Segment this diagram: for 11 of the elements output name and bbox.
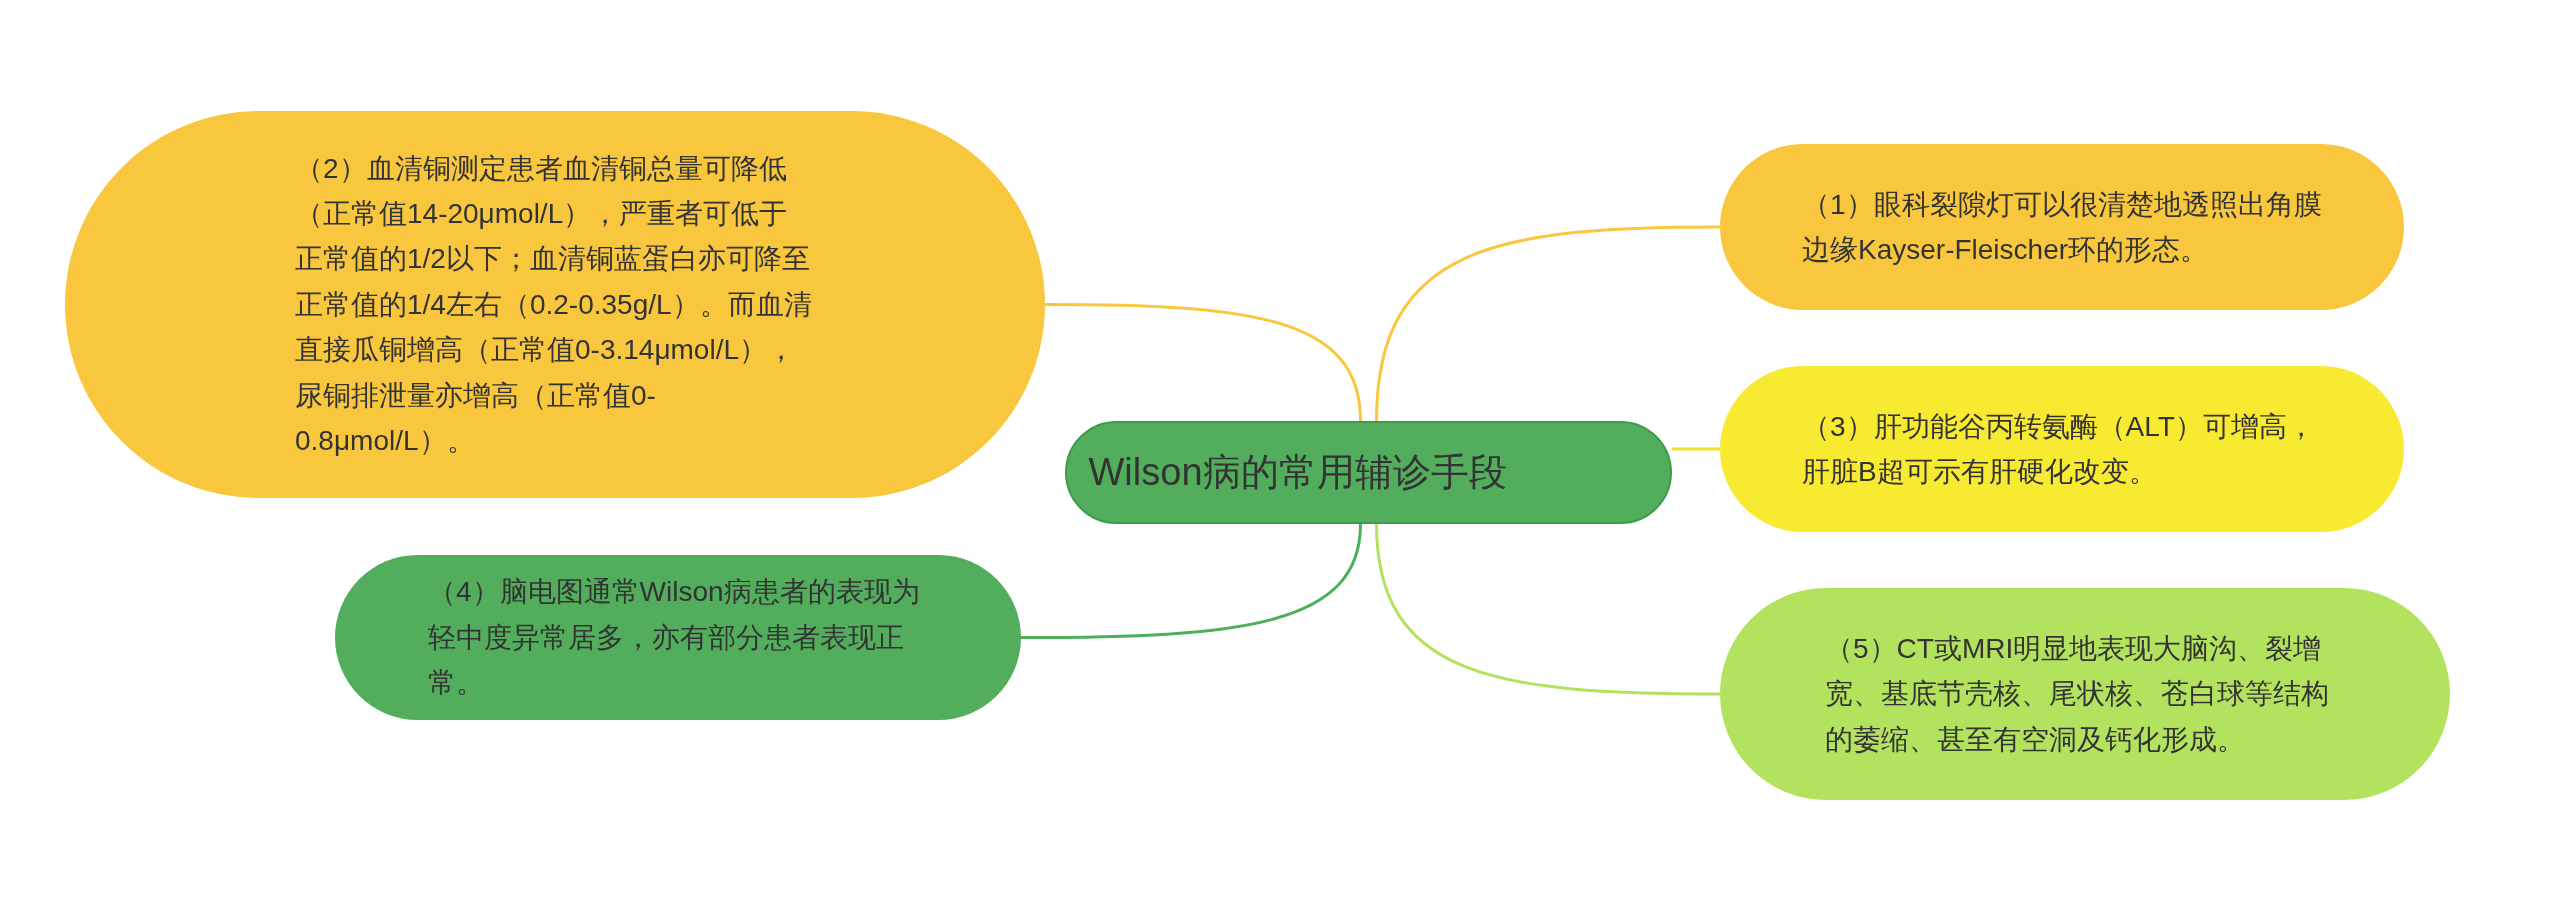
central-topic: Wilson病的常用辅诊手段	[1065, 421, 1672, 524]
topic-box: （3）肝功能谷丙转氨酶（ALT）可增高，肝脏B超可示有肝硬化改变。	[1720, 366, 2404, 532]
branch-line	[1672, 447, 1720, 451]
branch-line	[1375, 225, 1720, 422]
branch-line	[1021, 523, 1362, 639]
topic-box: （5）CT或MRI明显地表现大脑沟、裂增宽、基底节壳核、尾状核、苍白球等结构的萎缩、甚至有空洞及钙化形成。	[1720, 588, 2450, 800]
branch-line	[1375, 523, 1720, 696]
topic-box: （1）眼科裂隙灯可以很清楚地透照出角膜边缘Kayser-Fleischer环的形态。	[1720, 144, 2404, 310]
topic-box: （4）脑电图通常Wilson病患者的表现为轻中度异常居多，亦有部分患者表现正常。	[335, 555, 1021, 720]
branch-line	[1045, 303, 1362, 422]
topic-box: （2）血清铜测定患者血清铜总量可降低（正常值14-20μmol/L），严重者可低于正常值的1/2以下；血清铜蓝蛋白亦可降至正常值的1/4左右（0.2-0.35g/L）。而血清直接瓜铜增高（正常值0-3.14μmol/L），尿铜排泄量亦增高（正常值0-0.8μmol/L）。	[65, 111, 1045, 498]
